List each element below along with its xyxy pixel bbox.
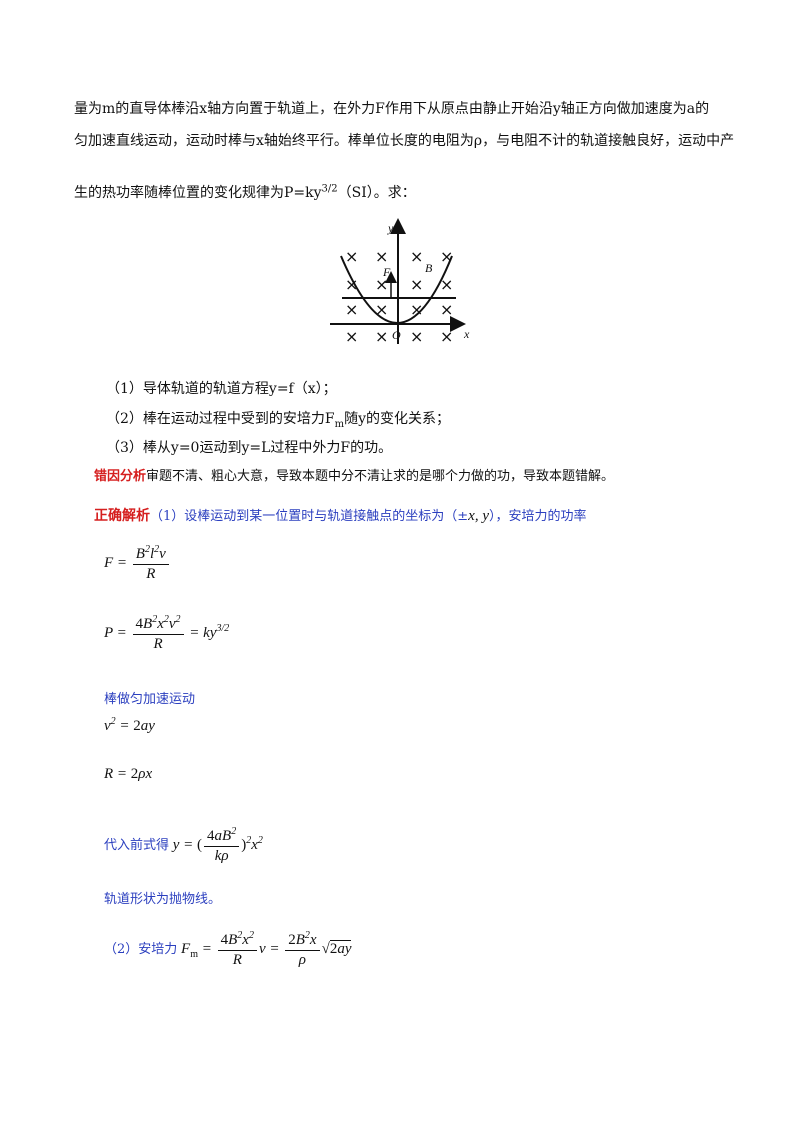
y-axis-label: y (387, 221, 394, 235)
x-axis-label: x (463, 327, 470, 341)
field-mark: × (375, 247, 388, 266)
solution-label: 正确解析 (94, 508, 150, 524)
error-text: 审题不清、粗心大意，导致本题中分不清让求的是哪个力做的功，导致本题错解。 (146, 469, 615, 484)
field-mark: × (440, 300, 453, 319)
question-1: （1）导体轨道的轨道方程y=f（x）； (106, 381, 337, 397)
field-mark: × (440, 247, 453, 266)
problem-line-1: 量为m的直导体棒沿x轴方向置于轨道上，在外力F作用下从原点由静止开始沿y轴正方向… (74, 101, 710, 117)
error-analysis: 错因分析审题不清、粗心大意，导致本题中分不清让求的是哪个力做的功，导致本题错解。 (94, 465, 614, 484)
field-mark: × (345, 327, 358, 346)
track-shape-note: 轨道形状为抛物线。 (104, 892, 222, 907)
field-mark: × (410, 247, 423, 266)
field-label: B (425, 261, 433, 275)
formula-resistance: R = 2ρx (104, 766, 153, 782)
field-mark: × (410, 300, 423, 319)
problem-line-2: 匀加速直线运动，运动时棒与x轴始终平行。棒单位长度的电阻为ρ，与电阻不计的轨道接… (74, 133, 735, 149)
error-label: 错因分析 (94, 469, 147, 484)
force-label: F (382, 265, 391, 279)
field-mark: × (375, 327, 388, 346)
field-marks: × × × × × × × × × × × × × × × × (345, 247, 453, 346)
field-mark: × (345, 275, 358, 294)
field-mark: × (375, 300, 388, 319)
uniform-motion-note: 棒做匀加速运动 (104, 692, 196, 707)
question-3: （3）棒从y=0运动到y=L过程中外力F的功。 (106, 440, 393, 456)
field-mark: × (440, 275, 453, 294)
field-mark: × (375, 275, 388, 294)
parabola-track (340, 255, 453, 324)
question-2: （2）棒在运动过程中受到的安培力Fm随y的变化关系； (106, 411, 451, 430)
field-mark: × (345, 300, 358, 319)
field-mark: × (440, 327, 453, 346)
field-mark: × (410, 327, 423, 346)
field-mark: × (345, 247, 358, 266)
solution-intro: 正确解析（1）设棒运动到某一位置时与轨道接触点的坐标为（±x, y），安培力的功… (94, 508, 587, 524)
formula-velocity: v2 = 2ay (104, 716, 155, 734)
field-mark: × (410, 275, 423, 294)
origin-label: O (392, 328, 401, 342)
problem-line-3: 生的热功率随棒位置的变化规律为P=ky3/2（SI）。求： (74, 183, 416, 201)
